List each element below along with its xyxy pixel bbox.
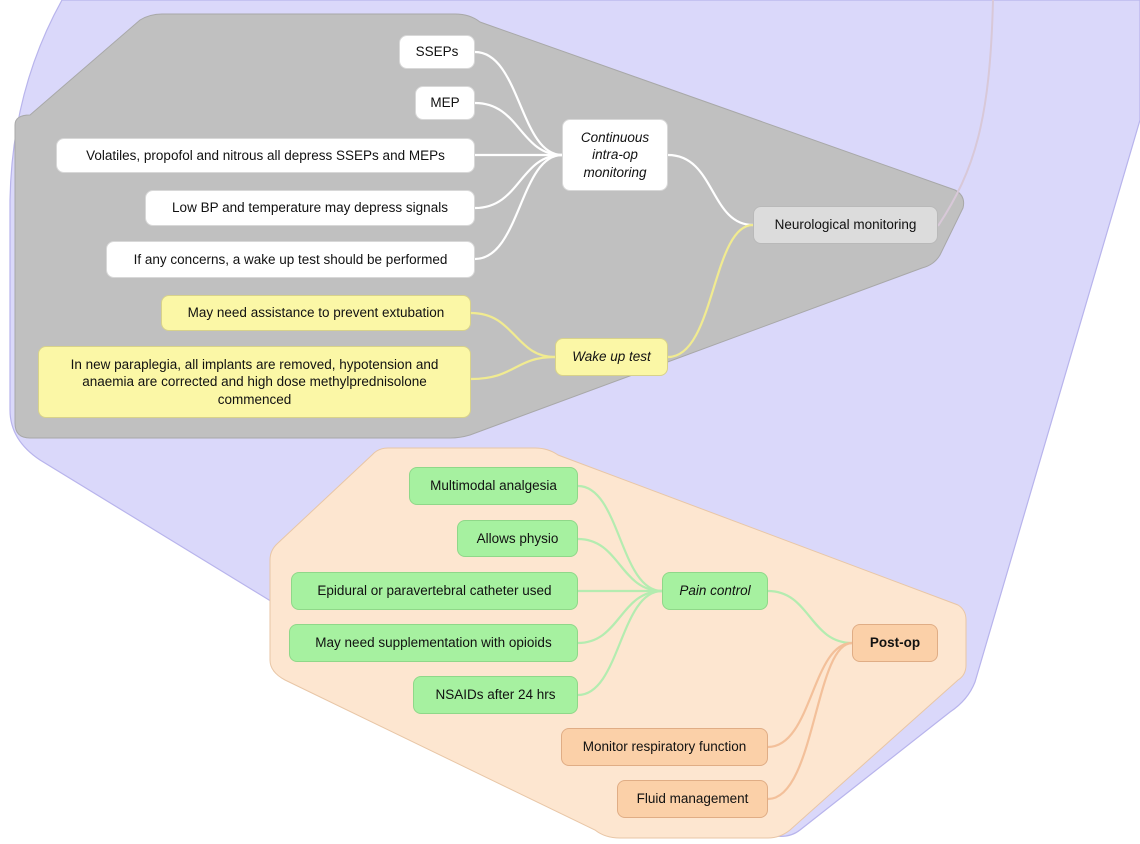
nsaids-node[interactable]: NSAIDs after 24 hrs bbox=[413, 676, 578, 714]
paraplegia-node[interactable]: In new paraplegia, all implants are remo… bbox=[38, 346, 471, 418]
continuous-monitoring-node[interactable]: Continuous intra-op monitoring bbox=[562, 119, 668, 191]
postop-region bbox=[269, 447, 967, 839]
pain-links bbox=[577, 484, 853, 697]
neuro-parent-link bbox=[937, 0, 994, 227]
postop-links bbox=[767, 641, 853, 801]
respiratory-function-node[interactable]: Monitor respiratory function bbox=[561, 728, 768, 766]
continuous-links bbox=[474, 50, 754, 261]
neuro-node[interactable]: Neurological monitoring bbox=[753, 206, 938, 244]
allows-physio-node[interactable]: Allows physio bbox=[457, 520, 578, 557]
opioid-supplementation-node[interactable]: May need supplementation with opioids bbox=[289, 624, 578, 662]
postop-node[interactable]: Post-op bbox=[852, 624, 938, 662]
neuro-region bbox=[14, 13, 965, 439]
wake-up-concern-node[interactable]: If any concerns, a wake up test should b… bbox=[106, 241, 475, 278]
pain-control-node[interactable]: Pain control bbox=[662, 572, 768, 610]
volatiles-node[interactable]: Volatiles, propofol and nitrous all depr… bbox=[56, 138, 475, 173]
ssep-node[interactable]: SSEPs bbox=[399, 35, 475, 69]
mep-node[interactable]: MEP bbox=[415, 86, 475, 120]
fluid-management-node[interactable]: Fluid management bbox=[617, 780, 768, 818]
multimodal-analgesia-node[interactable]: Multimodal analgesia bbox=[409, 467, 578, 505]
wake-links bbox=[470, 223, 754, 381]
low-bp-node[interactable]: Low BP and temperature may depress signa… bbox=[145, 190, 475, 226]
epidural-catheter-node[interactable]: Epidural or paravertebral catheter used bbox=[291, 572, 578, 610]
extubation-node[interactable]: May need assistance to prevent extubatio… bbox=[161, 295, 471, 331]
wake-up-test-node[interactable]: Wake up test bbox=[555, 338, 668, 376]
